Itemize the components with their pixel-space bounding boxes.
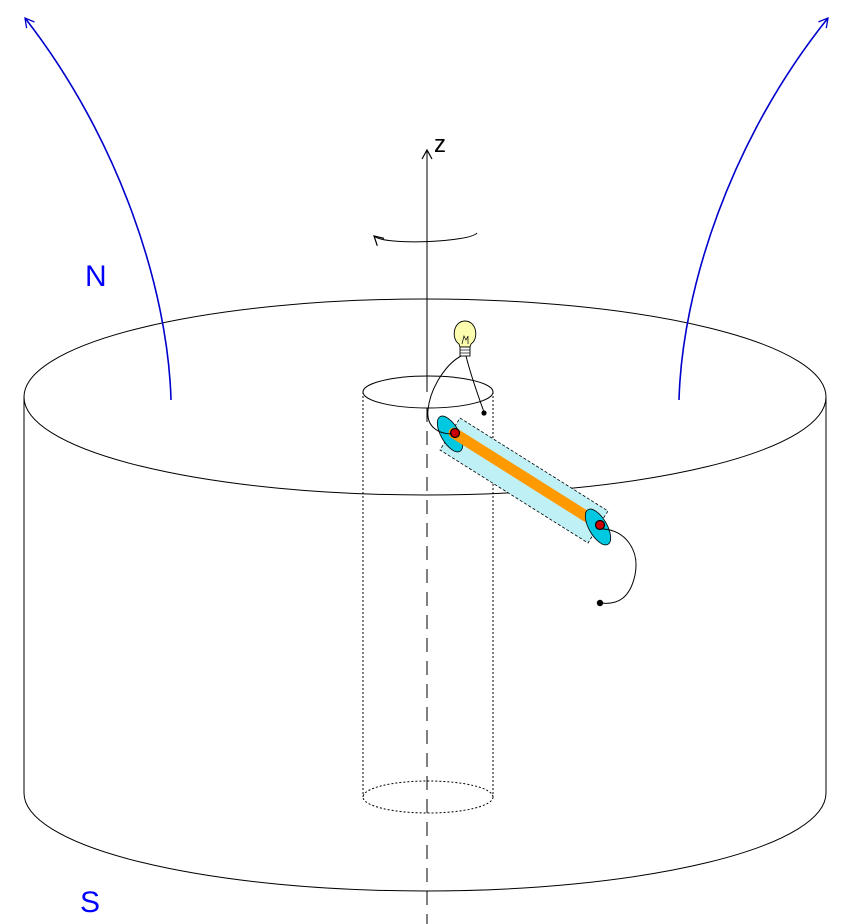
rod-far-contact: [594, 519, 606, 531]
conducting-rod: [436, 415, 612, 546]
wires: [427, 355, 637, 604]
bulb-base: [459, 346, 471, 357]
lower-terminal: [596, 599, 604, 607]
magnet-cylinder: [23, 298, 827, 892]
upper-terminal: [481, 410, 487, 416]
wire-bulb-to-rod: [427, 355, 462, 435]
wire-bulb-to-terminal: [465, 355, 485, 413]
rotation-arrow-icon: [373, 232, 478, 246]
south-pole-label: S: [80, 886, 100, 919]
bulb-glass: [453, 320, 477, 348]
field-lines: [24, 16, 829, 401]
field-line-left: [24, 16, 172, 401]
north-pole-label: N: [85, 260, 107, 293]
field-line-right: [678, 16, 829, 401]
cylinder-bottom-edge: [23, 792, 827, 892]
bulb-filament: [461, 334, 469, 345]
hole-bottom-ellipse: [362, 780, 494, 814]
rotation-axis: z: [373, 131, 478, 924]
rod-near-contact: [449, 427, 461, 439]
wire-rod-to-terminal: [600, 528, 637, 604]
rod-core: [448, 427, 606, 531]
light-bulb-icon: [453, 320, 477, 357]
axis-label: z: [434, 131, 446, 158]
cylinder-top-face: [23, 298, 827, 496]
